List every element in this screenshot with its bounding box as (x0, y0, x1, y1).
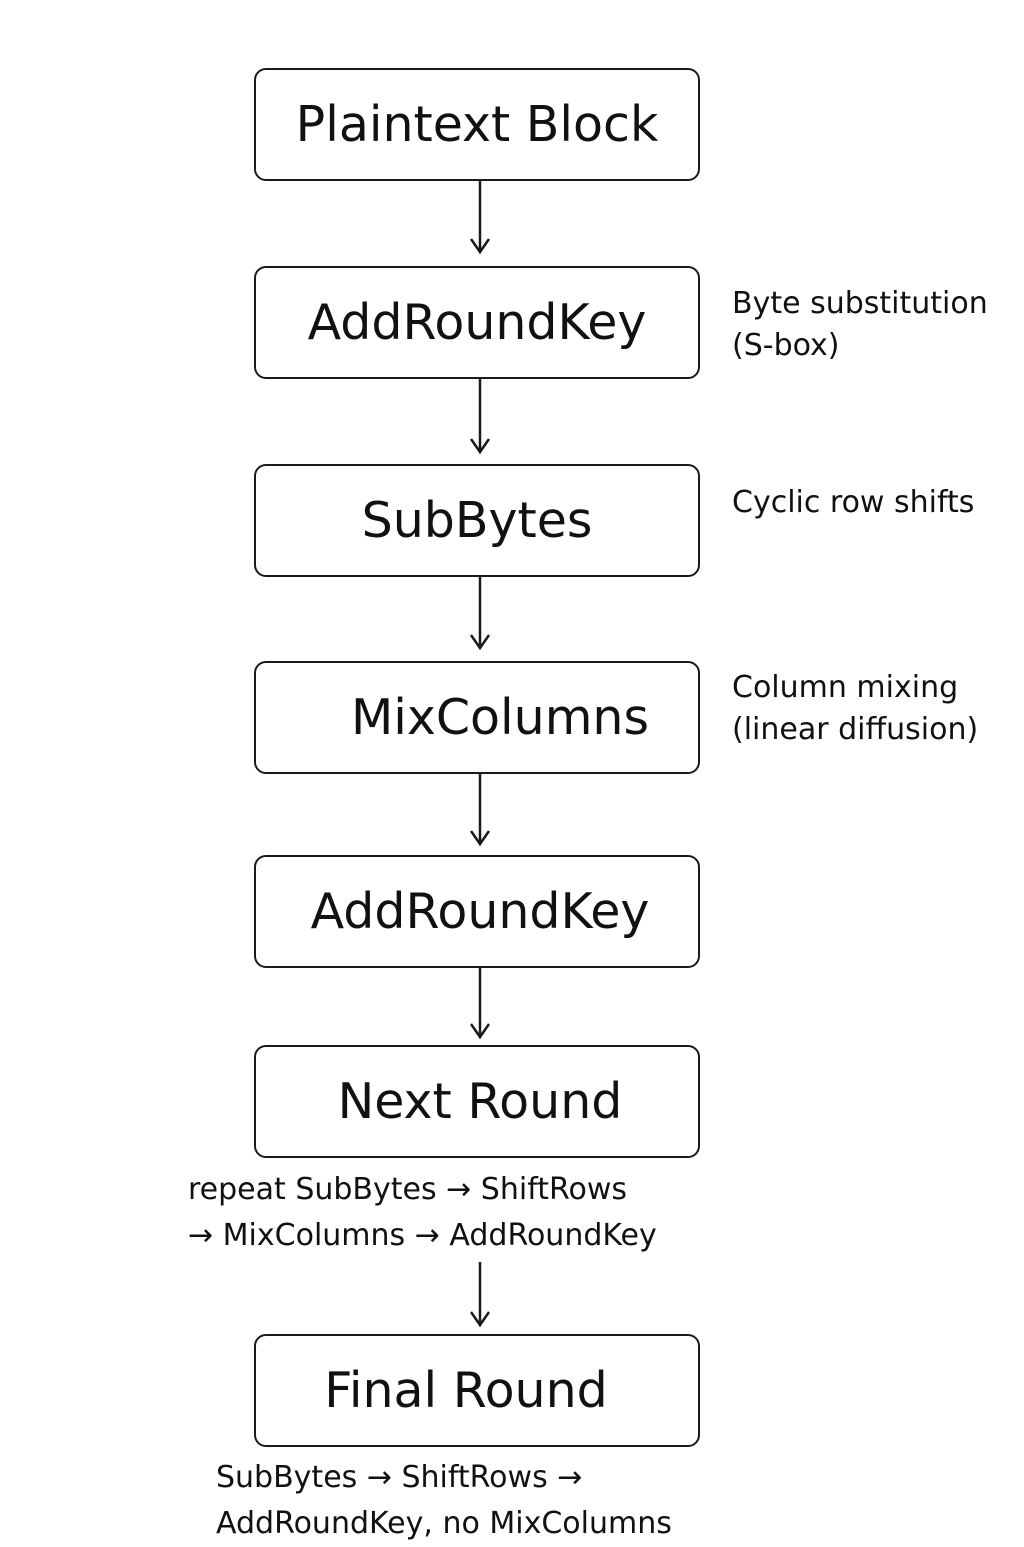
side-note-line: (linear diffusion) (732, 712, 979, 747)
side-note-substitution: Byte substitution (S-box) (732, 283, 988, 367)
final-round-note-line: AddRoundKey, no MixColumns (216, 1506, 672, 1541)
node-label: AddRoundKey (310, 883, 650, 940)
node-label: SubBytes (361, 492, 593, 549)
side-note-line: (S-box) (732, 328, 840, 363)
side-note-line: Cyclic row shifts (732, 485, 975, 520)
plaintext-block-node: Plaintext Block (254, 68, 700, 181)
side-note-column-mixing: Column mixing (linear diffusion) (732, 667, 978, 751)
node-label: Final Round (324, 1362, 608, 1419)
next-round-note: repeat SubBytes → ShiftRows → MixColumns… (188, 1167, 657, 1259)
sub-bytes-node: SubBytes (254, 464, 700, 577)
final-round-node: Final Round (254, 1334, 700, 1447)
node-label: MixColumns (350, 689, 650, 746)
flow-arrow (470, 379, 490, 455)
final-round-note: SubBytes → ShiftRows → AddRoundKey, no M… (216, 1455, 672, 1547)
add-round-key-node: AddRoundKey (254, 855, 700, 968)
node-label: Next Round (337, 1073, 623, 1130)
add-round-key-node: AddRoundKey (254, 266, 700, 379)
node-label: AddRoundKey (307, 294, 647, 351)
flow-arrow (470, 774, 490, 847)
flow-arrow (470, 968, 490, 1040)
mix-columns-node: MixColumns (254, 661, 700, 774)
side-note-line: Column mixing (732, 670, 959, 705)
node-label: Plaintext Block (295, 96, 659, 153)
final-round-note-line: SubBytes → ShiftRows → (216, 1460, 583, 1495)
next-round-note-line: → MixColumns → AddRoundKey (188, 1218, 657, 1253)
side-note-line: Byte substitution (732, 286, 988, 321)
flow-arrow (470, 577, 490, 651)
next-round-note-line: repeat SubBytes → ShiftRows (188, 1172, 628, 1207)
flow-arrow (470, 1262, 490, 1328)
next-round-node: Next Round (254, 1045, 700, 1158)
side-note-row-shifts: Cyclic row shifts (732, 482, 974, 524)
flow-arrow (470, 181, 490, 255)
